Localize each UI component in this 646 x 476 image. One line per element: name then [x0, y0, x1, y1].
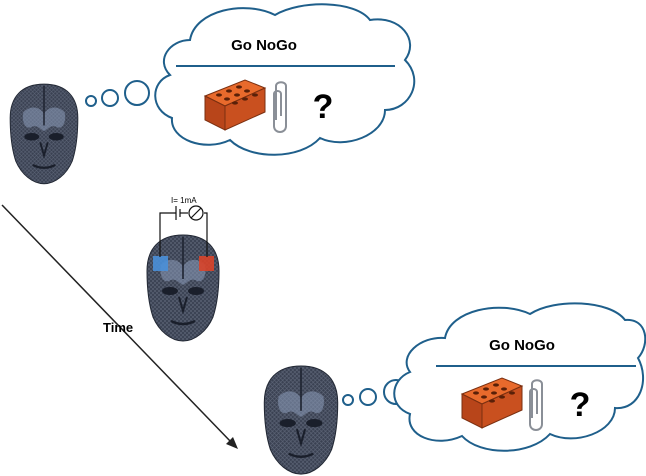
current-label: I= 1mA	[171, 196, 197, 205]
bottom-thought-group: Go NoGo ?	[263, 302, 646, 476]
head-icon	[263, 364, 339, 476]
thought-cloud: Go NoGo ?	[393, 302, 646, 452]
thought-dot-small	[342, 394, 354, 406]
thought-dot-large	[124, 80, 150, 106]
thought-cloud: Go NoGo ?	[154, 3, 416, 156]
electrode-blue-icon	[153, 256, 168, 271]
question-mark: ?	[313, 88, 334, 126]
electrode-red-icon	[199, 256, 214, 271]
head-icon	[9, 82, 79, 185]
top-thought-group: Go NoGo ?	[9, 3, 416, 185]
time-arrow: Time	[1, 204, 238, 449]
brick-icon	[460, 377, 524, 429]
question-mark: ?	[570, 386, 591, 424]
stimulation-circuit	[159, 205, 208, 257]
paperclip-icon	[529, 379, 543, 431]
head-icon	[145, 233, 221, 343]
thought-dot-medium	[359, 388, 377, 406]
thought-dot-medium	[101, 89, 119, 107]
time-label: Time	[103, 320, 133, 335]
cloud-title: Go NoGo	[231, 37, 297, 54]
thought-dot-small	[85, 95, 97, 107]
brick-icon	[203, 79, 267, 131]
stimulation-group: I= 1mA	[145, 196, 221, 343]
cloud-title: Go NoGo	[489, 337, 555, 354]
paperclip-icon	[273, 81, 287, 133]
